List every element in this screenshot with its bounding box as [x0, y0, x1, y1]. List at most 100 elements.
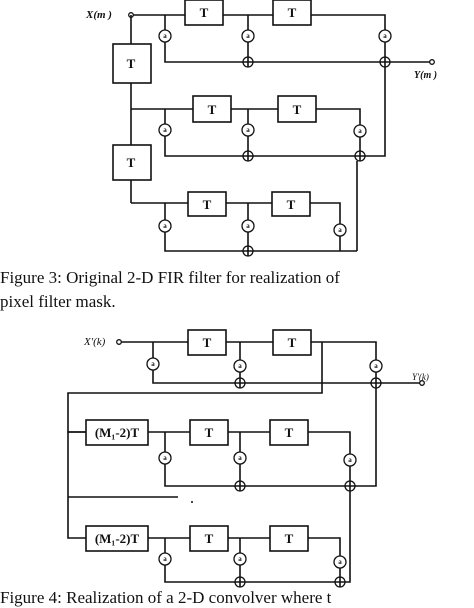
- fig3-adder-cross: [243, 57, 253, 67]
- fig4-coef-multiplier: [233, 359, 247, 373]
- fig4-coef-multiplier: [233, 552, 247, 566]
- fig3-output-label: Y(m ): [414, 70, 437, 81]
- fig4-coef-multiplier: [146, 357, 160, 371]
- fig4-coef-multiplier: [343, 453, 357, 467]
- fig3-coef-multiplier: [378, 29, 392, 43]
- fig3-row2-sum-line: [164, 67, 386, 157]
- fig3-coef-multiplier: [158, 29, 172, 43]
- fig4-delay-label: T: [288, 335, 297, 350]
- fig4-row3-sum-line: [164, 491, 351, 583]
- fig3-coef-multiplier: [241, 123, 255, 137]
- fig4-delay-box: [187, 329, 227, 356]
- fig4-adder-cross: [371, 378, 381, 388]
- fig4-coef-label: a: [348, 456, 352, 464]
- fig3-delay-label: T: [200, 5, 209, 20]
- fig3-coef-label: a: [163, 126, 167, 134]
- fig3-row1-taps: [164, 15, 249, 30]
- fig4-coef-multiplier: [158, 451, 172, 465]
- fig4-delay-box: [269, 525, 309, 552]
- fig3-delay-box: [271, 191, 311, 217]
- fig4-coef-label: a: [151, 360, 155, 368]
- fig3-row3-line: [131, 202, 341, 224]
- figure-3-caption-line-2: pixel filter mask.: [0, 292, 116, 311]
- fig3-coef-label: a: [163, 222, 167, 230]
- fig3-row-delay-box: [112, 43, 152, 84]
- fig3-row-delay-label: T: [127, 155, 136, 170]
- fig3-coef-multiplier: [333, 223, 347, 237]
- fig4-adder-cross: [235, 481, 245, 491]
- fig4-coef-label: a: [338, 558, 342, 566]
- fig3-row2-line: [131, 108, 361, 125]
- fig3-coef-label: a: [246, 126, 250, 134]
- fig4-delay-label: T: [205, 425, 214, 440]
- fig3-row1-line: [133, 14, 386, 30]
- speck-dot: [191, 501, 193, 503]
- fig4-row1-line: [121, 341, 377, 360]
- fig3-coef-label: a: [338, 226, 342, 234]
- fig4-delay-box: [269, 419, 309, 446]
- fig4-row-delay-label: (M₁-2)T: [95, 531, 140, 546]
- fig4-coef-multiplier: [158, 552, 172, 566]
- fig4-row-delay-label: (M₁-2)T: [95, 425, 140, 440]
- fig4-adder-cross: [345, 481, 355, 491]
- fig3-row-delay-label: T: [127, 56, 136, 71]
- figure-4-diagram: X'(k) T T a a a Y'(k) (M₁-2)T T T: [67, 329, 429, 588]
- fig4-output-terminal: [419, 380, 425, 386]
- fig3-delay-label: T: [288, 5, 297, 20]
- fig3-adder-cross: [243, 246, 253, 256]
- fig3-adder-cross: [243, 151, 253, 161]
- figure-3-diagram: X(m ) T T a a a Y(m ) T T T T: [85, 0, 437, 257]
- fig3-delay-label: T: [293, 102, 302, 117]
- fig3-row3-sum-line: [164, 161, 358, 252]
- fig4-row2-sum-line: [164, 388, 377, 487]
- fig3-coef-multiplier: [241, 29, 255, 43]
- fig4-delay-box: [189, 525, 229, 552]
- fig4-row3-line: [148, 537, 341, 556]
- fig3-coef-multiplier: [158, 123, 172, 137]
- fig3-row1-sum-line: [164, 42, 386, 63]
- fig3-delay-label: T: [208, 102, 217, 117]
- fig4-delay-box: [189, 419, 229, 446]
- fig3-delay-box: [192, 95, 232, 123]
- fig3-delay-label: T: [203, 197, 212, 212]
- fig4-coef-multiplier: [369, 359, 383, 373]
- fig3-coef-label: a: [383, 32, 387, 40]
- fig4-input-label: X'(k): [83, 336, 106, 348]
- fig4-adder-cross: [235, 577, 245, 587]
- fig3-coef-label: a: [163, 32, 167, 40]
- fig4-delay-label: T: [205, 531, 214, 546]
- fig3-coef-label: a: [246, 32, 250, 40]
- fig3-delay-box: [187, 191, 227, 217]
- fig3-row-delay-box: [112, 144, 152, 181]
- fig4-delay-label: T: [203, 335, 212, 350]
- fig3-delay-label: T: [287, 197, 296, 212]
- fig4-delay-label: T: [285, 425, 294, 440]
- fig3-coef-multiplier: [353, 124, 367, 138]
- fig4-coef-label: a: [238, 362, 242, 370]
- fig4-adder-cross: [235, 378, 245, 388]
- fig4-delay-label: T: [285, 531, 294, 546]
- fig4-coef-label: a: [238, 555, 242, 563]
- fig4-coef-label: a: [163, 555, 167, 563]
- figure-4-caption-line-1: Figure 4: Realization of a 2-D convolver…: [0, 588, 332, 607]
- fig4-coef-multiplier: [333, 555, 347, 569]
- fig4-row2-line: [67, 431, 351, 474]
- fig4-coef-label: a: [238, 454, 242, 462]
- fig4-row-delay-box: [85, 419, 149, 446]
- fig4-delay-box: [272, 329, 312, 356]
- fig3-coef-label: a: [358, 127, 362, 135]
- figure-3-caption-line-1: Figure 3: Original 2-D FIR filter for re…: [0, 268, 340, 287]
- fig3-input-label: X(m ): [85, 9, 112, 21]
- fig4-input-terminal: [116, 339, 122, 345]
- fig3-coef-multiplier: [241, 219, 255, 233]
- fig3-delay-box: [184, 0, 224, 26]
- fig3-adder-cross: [380, 57, 390, 67]
- fig4-output-label: Y'(k): [412, 372, 429, 382]
- fig4-row1-sum-line: [152, 370, 377, 384]
- fig3-output-terminal: [429, 59, 435, 65]
- fig3-delay-box: [277, 95, 317, 123]
- fig3-coef-multiplier: [158, 219, 172, 233]
- fig3-adder-cross: [355, 151, 365, 161]
- fig4-coef-label: a: [163, 454, 167, 462]
